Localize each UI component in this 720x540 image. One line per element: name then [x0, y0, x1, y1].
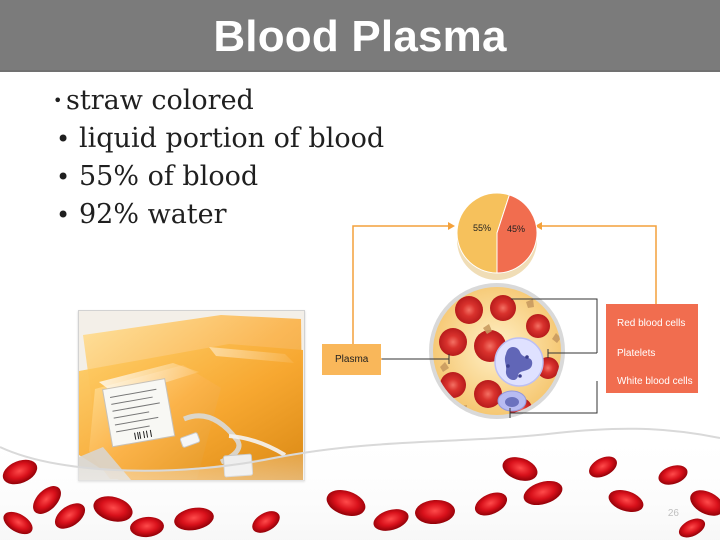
plasma-label-box: Plasma — [322, 344, 381, 375]
cells-pie-slice — [496, 194, 538, 274]
title-bar: Blood Plasma — [0, 0, 720, 72]
bullet-item: • 55% of blood — [52, 158, 432, 196]
diagram-graphics — [352, 192, 657, 419]
bullet-text: liquid portion of blood — [79, 123, 385, 154]
banner-wave-line — [0, 427, 720, 472]
cells-percentage-label: 45% — [507, 224, 526, 234]
bullet-item: • straw colored — [52, 82, 432, 120]
cell-view-border — [429, 283, 565, 419]
red-blood-cell — [526, 314, 550, 338]
cell-granule — [518, 374, 522, 378]
cell-granule — [506, 364, 510, 368]
bullet-dot-icon: • — [56, 163, 71, 191]
white-blood-cells-label: White blood cells — [617, 376, 693, 387]
white-blood-cell-nucleus — [505, 397, 519, 407]
bag-label-lines — [109, 388, 160, 433]
red-blood-cell-icon — [252, 511, 280, 533]
bullet-dot-icon: • — [56, 125, 71, 153]
plasma-pie-slice — [456, 192, 510, 274]
bullet-dot-icon: • — [56, 201, 71, 229]
blood-cell-pattern — [2, 456, 720, 538]
barcode-icon — [134, 429, 153, 440]
red-blood-cell-icon — [415, 499, 455, 525]
red-blood-cell — [440, 372, 466, 398]
red-blood-cell-icon — [130, 516, 164, 538]
plasma-bags-photo — [78, 310, 305, 481]
red-blood-cell — [439, 328, 467, 356]
red-blood-cell-icon — [608, 489, 644, 513]
plastic-reflection — [209, 347, 294, 363]
cell-granule — [525, 355, 529, 359]
red-blood-cell-icon — [589, 456, 617, 478]
banner-wave — [0, 428, 720, 540]
bullet-text: 92% water — [79, 199, 227, 230]
bag-port — [179, 432, 201, 448]
cells-arrow-icon — [535, 222, 542, 230]
white-blood-cell-nucleus — [504, 347, 533, 381]
bullet-item: • liquid portion of blood — [52, 120, 432, 158]
red-blood-cell-icon — [326, 490, 366, 516]
plasma-percentage-label: 55% — [473, 223, 492, 233]
red-blood-cell-icon — [502, 457, 538, 481]
bullet-text: straw colored — [66, 85, 254, 116]
red-blood-cell-icon — [523, 480, 563, 506]
slide-page-number: 26 — [667, 508, 679, 519]
microscope-cell-view — [431, 285, 563, 417]
blood-cell-legend-box: Red blood cells Platelets White blood ce… — [606, 304, 698, 393]
red-blood-cells-label: Red blood cells — [617, 318, 686, 329]
red-blood-cell-icon — [658, 465, 688, 485]
slide-title: Blood Plasma — [213, 12, 507, 61]
red-blood-cell — [474, 380, 502, 408]
blood-composition-diagram: 55% 45% Plasma Red blood cells Platelets… — [322, 178, 698, 432]
red-blood-cell-icon — [54, 503, 86, 529]
composition-pie-chart — [456, 192, 538, 280]
cells-connector-line — [542, 225, 657, 304]
red-blood-cell-icon — [33, 486, 61, 514]
plasma-arrow-icon — [448, 222, 455, 230]
bullet-dot-icon: • — [53, 91, 63, 110]
pointer-lines — [382, 298, 598, 418]
bullet-list: • straw colored • liquid portion of bloo… — [52, 82, 432, 234]
bottom-decoration — [0, 427, 720, 540]
bullet-item: • 92% water — [52, 196, 432, 234]
red-blood-cell-icon — [690, 490, 720, 516]
plasma-bags-illustration — [79, 311, 304, 480]
red-blood-cell-icon — [93, 496, 133, 522]
red-blood-cell-icon — [3, 511, 33, 535]
bullet-text: 55% of blood — [79, 161, 259, 192]
red-blood-cell-icon — [373, 509, 409, 531]
red-blood-cell-icon — [678, 518, 706, 538]
platelets-label: Platelets — [617, 348, 656, 359]
bag-tube — [228, 434, 287, 457]
red-blood-cell — [490, 295, 516, 321]
red-blood-cell-icon — [474, 492, 508, 516]
red-blood-cell-icon — [2, 459, 38, 485]
red-blood-cell — [455, 296, 483, 324]
red-blood-cell-icon — [174, 507, 214, 531]
